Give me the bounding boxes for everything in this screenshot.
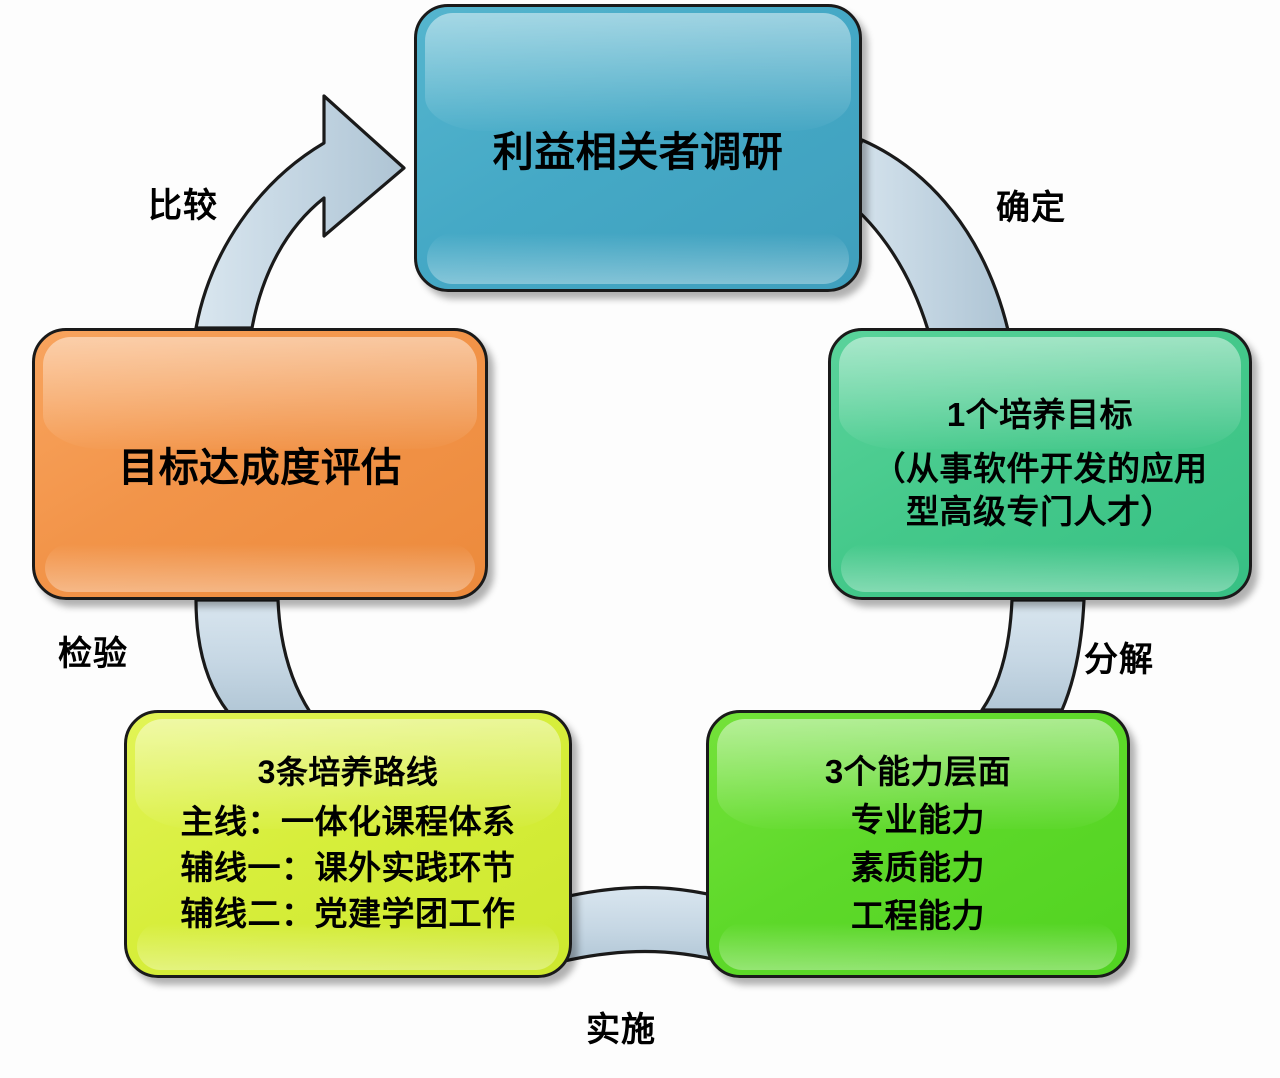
node-line: 3条培养路线	[257, 754, 439, 791]
node-training-goal[interactable]: 1个培养目标 （从事软件开发的应用 型高级专门人才）	[828, 328, 1252, 600]
node-text-block: 目标达成度评估	[35, 435, 485, 493]
node-text-block: 3个能力层面 专业能力 素质能力 工程能力	[709, 748, 1127, 939]
edge-label-verify: 检验	[58, 635, 128, 673]
connector-decompose	[980, 598, 1086, 712]
edge-label-confirm: 确定	[996, 189, 1066, 227]
node-training-routes[interactable]: 3条培养路线 主线：一体化课程体系 辅线一：课外实践环节 辅线二：党建学团工作	[124, 710, 572, 978]
node-stakeholder-survey[interactable]: 利益相关者调研	[414, 4, 862, 292]
connector-verify	[194, 598, 312, 714]
node-ability-levels[interactable]: 3个能力层面 专业能力 素质能力 工程能力	[706, 710, 1130, 978]
node-line: 利益相关者调研	[492, 129, 784, 175]
node-line: 工程能力	[851, 896, 985, 934]
node-line: 辅线二：党建学团工作	[180, 895, 516, 933]
node-line: 专业能力	[851, 801, 985, 839]
node-line: （从事软件开发的应用	[872, 450, 1208, 488]
node-text-block: 1个培养目标 （从事软件开发的应用 型高级专门人才）	[831, 394, 1249, 534]
connector-compare-arrow	[194, 94, 406, 330]
edge-label-compare: 比较	[148, 187, 218, 225]
edge-label-implement: 实施	[586, 1011, 656, 1049]
node-line: 目标达成度评估	[118, 446, 402, 490]
node-text-block: 利益相关者调研	[417, 118, 859, 178]
node-goal-attainment-assessment[interactable]: 目标达成度评估	[32, 328, 488, 600]
node-line: 型高级专门人才）	[906, 492, 1174, 530]
node-text-block: 3条培养路线 主线：一体化课程体系 辅线一：课外实践环节 辅线二：党建学团工作	[127, 750, 569, 937]
node-line: 辅线一：课外实践环节	[180, 849, 516, 887]
node-line: 1个培养目标	[946, 396, 1134, 434]
node-line: 主线：一体化课程体系	[180, 803, 516, 841]
node-line: 素质能力	[851, 849, 985, 886]
connector-confirm	[838, 138, 1010, 332]
edge-label-decompose: 分解	[1084, 641, 1154, 679]
node-line: 3个能力层面	[824, 753, 1012, 791]
connector-implement	[558, 885, 726, 964]
